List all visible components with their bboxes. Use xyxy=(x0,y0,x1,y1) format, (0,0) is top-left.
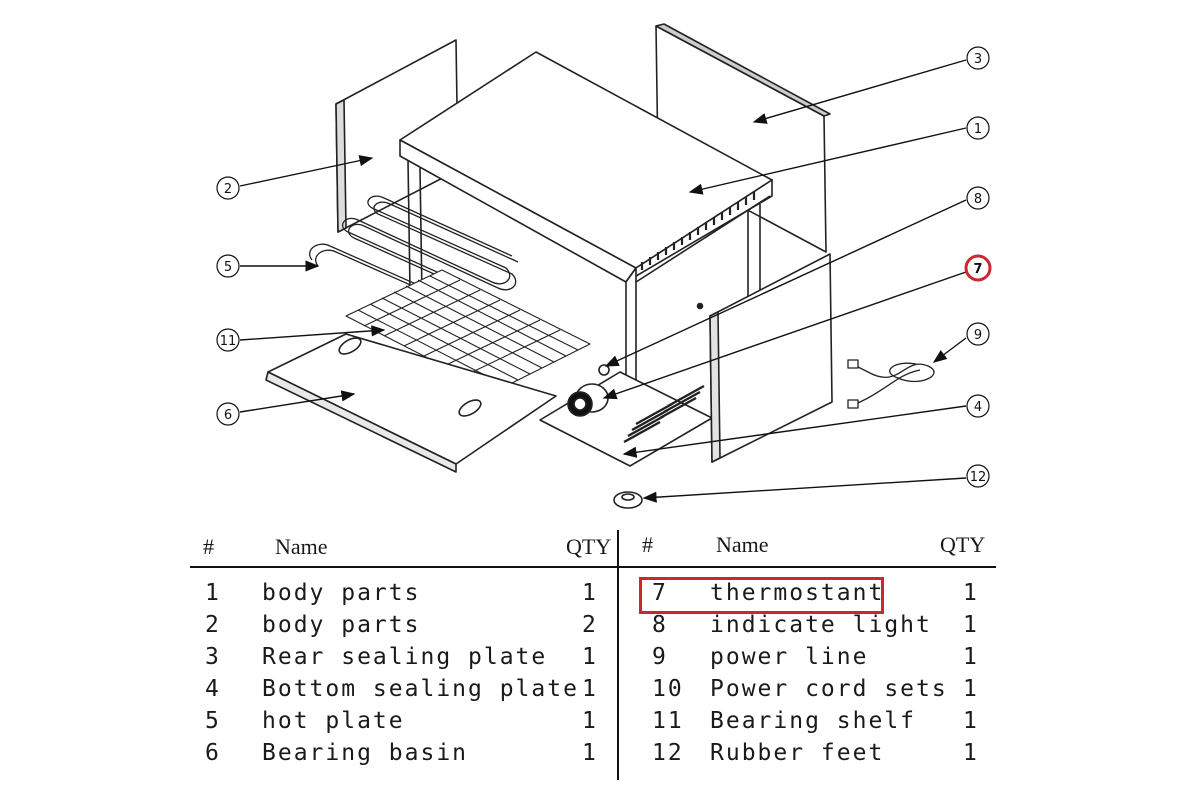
row-6-num: 6 xyxy=(205,740,221,766)
leader-8 xyxy=(604,199,967,367)
callout-9: 9 xyxy=(966,322,990,346)
leader-9 xyxy=(932,337,967,363)
callout-5: 5 xyxy=(216,254,240,278)
row-5-qty: 1 xyxy=(582,708,598,734)
callout-1: 1 xyxy=(966,116,990,140)
row-7-qty: 1 xyxy=(963,580,979,606)
callout-8: 8 xyxy=(966,186,990,210)
leader-4 xyxy=(622,405,967,458)
row-4-num: 4 xyxy=(205,676,221,702)
leader-1 xyxy=(688,127,967,195)
row-7-name: thermostant xyxy=(710,580,885,606)
callout-11: 11 xyxy=(216,328,240,352)
svg-text:11: 11 xyxy=(220,334,237,349)
svg-text:5: 5 xyxy=(224,260,232,275)
svg-text:12: 12 xyxy=(970,470,987,485)
svg-text:8: 8 xyxy=(974,192,982,207)
row-12-qty: 1 xyxy=(963,740,979,766)
row-1-name: body parts xyxy=(262,580,421,606)
power-cord xyxy=(847,359,935,409)
callout-4: 4 xyxy=(966,394,990,418)
row-9-qty: 1 xyxy=(963,644,979,670)
row-2-qty: 2 xyxy=(582,612,598,638)
svg-text:6: 6 xyxy=(224,408,232,423)
row-4-name: Bottom sealing plate xyxy=(262,676,579,702)
exploded-view-diagram: 1 2 3 4 5 6 7 8 9 11 12 xyxy=(216,23,992,509)
row-1-qty: 1 xyxy=(582,580,598,606)
leader-11 xyxy=(239,325,386,341)
row-3-num: 3 xyxy=(205,644,221,670)
header-qty-left: QTY xyxy=(566,534,612,559)
row-10-name: Power cord sets xyxy=(710,676,948,702)
leader-3 xyxy=(752,59,967,124)
row-1-num: 1 xyxy=(205,580,221,606)
row-12-num: 12 xyxy=(652,740,684,766)
row-2-num: 2 xyxy=(205,612,221,638)
callout-3: 3 xyxy=(966,46,990,70)
bearing-shelf xyxy=(345,269,591,393)
svg-text:3: 3 xyxy=(974,52,982,67)
row-10-num: 10 xyxy=(652,676,684,702)
indicator-light xyxy=(598,364,610,376)
row-3-qty: 1 xyxy=(582,644,598,670)
row-9-name: power line xyxy=(710,644,869,670)
bottom-base xyxy=(539,371,713,467)
row-6-qty: 1 xyxy=(582,740,598,766)
callout-6: 6 xyxy=(216,402,240,426)
oven-body xyxy=(399,51,773,441)
row-6-name: Bearing basin xyxy=(262,740,469,766)
row-10-qty: 1 xyxy=(963,676,979,702)
row-3-name: Rear sealing plate xyxy=(262,644,548,670)
row-4-qty: 1 xyxy=(582,676,598,702)
callout-12: 12 xyxy=(966,464,990,488)
row-9-num: 9 xyxy=(652,644,668,670)
row-12-name: Rubber feet xyxy=(710,740,885,766)
thermostat-knob xyxy=(567,383,609,417)
row-7-num: 7 xyxy=(652,580,668,606)
row-11-num: 11 xyxy=(652,708,684,734)
leader-7 xyxy=(602,271,967,400)
svg-text:2: 2 xyxy=(224,182,232,197)
leader-2 xyxy=(239,155,374,187)
header-num-right: # xyxy=(642,532,653,557)
leader-6 xyxy=(239,390,356,413)
svg-text:1: 1 xyxy=(974,122,982,137)
header-rule xyxy=(190,566,996,568)
highlight-box-row-7 xyxy=(639,577,884,614)
row-5-name: hot plate xyxy=(262,708,405,734)
bearing-basin xyxy=(265,333,557,473)
header-num-left: # xyxy=(203,534,214,559)
rubber-foot xyxy=(613,491,643,509)
rear-panel xyxy=(655,23,831,253)
column-divider xyxy=(617,530,619,780)
callout-7-highlighted: 7 xyxy=(964,254,992,282)
svg-text:4: 4 xyxy=(974,400,982,415)
row-11-qty: 1 xyxy=(963,708,979,734)
row-11-name: Bearing shelf xyxy=(710,708,917,734)
leader-12 xyxy=(642,477,967,503)
row-8-qty: 1 xyxy=(963,612,979,638)
callout-2: 2 xyxy=(216,176,240,200)
svg-text:9: 9 xyxy=(974,328,982,343)
svg-text:7: 7 xyxy=(973,262,982,277)
header-name-left: Name xyxy=(275,534,328,559)
header-name-right: Name xyxy=(716,532,769,557)
header-qty-right: QTY xyxy=(940,532,986,557)
row-5-num: 5 xyxy=(205,708,221,734)
row-8-num: 8 xyxy=(652,612,668,638)
row-8-name: indicate light xyxy=(710,612,932,638)
front-right-panel xyxy=(709,253,833,463)
row-2-name: body parts xyxy=(262,612,421,638)
